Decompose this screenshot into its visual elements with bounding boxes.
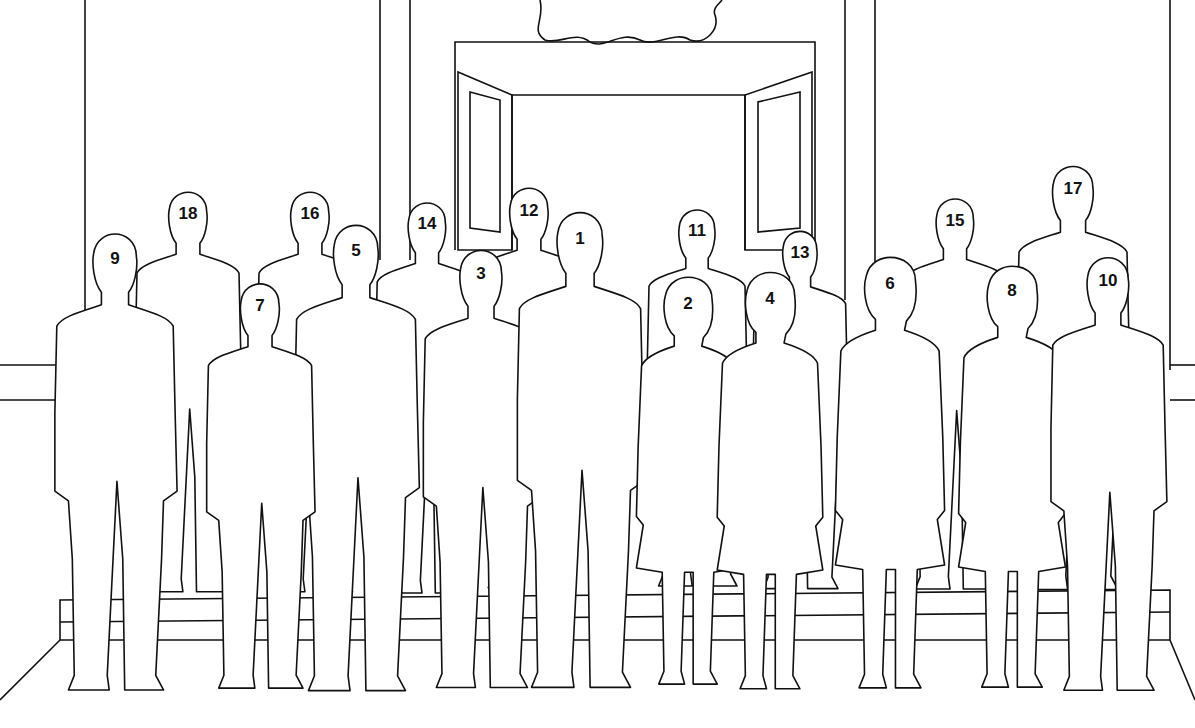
callout-number: 17	[1064, 180, 1083, 197]
callout-number: 8	[1007, 282, 1016, 299]
person-silhouette	[1051, 258, 1167, 690]
person-silhouette	[835, 257, 944, 687]
callout-number: 4	[765, 290, 774, 307]
callout-number: 5	[351, 242, 360, 259]
callout-number: 7	[255, 297, 264, 314]
callout-number: 15	[946, 212, 965, 229]
callout-number: 6	[885, 275, 894, 292]
callout-number: 10	[1099, 272, 1118, 289]
callout-number: 9	[110, 250, 119, 267]
callout-number: 14	[418, 215, 437, 232]
person-silhouette	[959, 266, 1066, 687]
person-silhouette	[55, 234, 177, 690]
room-background	[0, 0, 1195, 700]
front-row	[55, 213, 1167, 691]
callout-number: 2	[683, 295, 692, 312]
callout-number: 13	[791, 244, 810, 261]
person-silhouette	[717, 273, 823, 689]
callout-number: 1	[575, 230, 584, 247]
callout-number: 12	[520, 202, 539, 219]
callout-number: 11	[688, 222, 706, 239]
person-silhouette	[517, 213, 644, 688]
callout-number: 18	[179, 205, 198, 222]
person-silhouette	[207, 284, 315, 688]
callout-number: 3	[476, 265, 485, 282]
callout-number: 16	[301, 205, 320, 222]
